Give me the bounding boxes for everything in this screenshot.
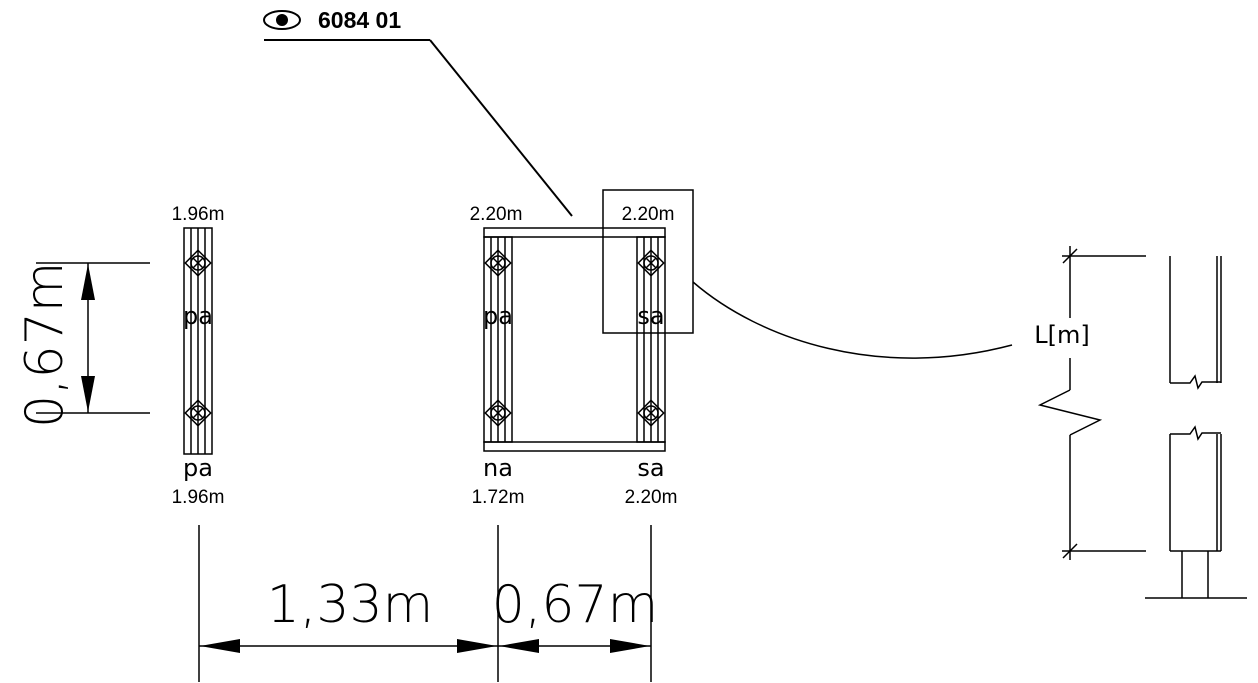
bolt-symbol bbox=[484, 249, 512, 277]
header-code: 6084 01 bbox=[318, 7, 401, 33]
break-mark-bottom bbox=[1170, 425, 1221, 441]
bolt-symbol bbox=[637, 399, 665, 427]
arrow-head-down bbox=[81, 376, 95, 412]
detail-highlight-box bbox=[602, 189, 694, 334]
left-post-bottom-label: pa bbox=[183, 454, 213, 482]
right-post-middle-label: sa bbox=[637, 302, 664, 330]
bolt-symbol bbox=[637, 249, 665, 277]
left-post: 1.96m pa pa 1.96m bbox=[172, 204, 225, 508]
break-zigzag bbox=[1037, 389, 1103, 436]
length-label: L[m] bbox=[1034, 321, 1089, 349]
horizontal-dimension-left-text: 1,33m bbox=[267, 575, 433, 635]
mid-post-middle-label: pa bbox=[483, 302, 513, 330]
post-detail bbox=[1145, 256, 1247, 599]
vertical-dimension-text: 0,67m bbox=[15, 262, 75, 428]
eye-icon bbox=[263, 10, 301, 30]
leader-line bbox=[429, 39, 573, 217]
left-post-bottom-height: 1.96m bbox=[172, 487, 225, 508]
bottom-rail bbox=[483, 441, 666, 452]
length-dimension bbox=[1037, 246, 1146, 560]
horizontal-dimension-right-text: 0,67m bbox=[492, 575, 658, 635]
bolt-symbol bbox=[184, 399, 212, 427]
header-callout: 6084 01 bbox=[263, 7, 573, 217]
double-post-frame: 2.20m pa na 1.72m 2.20m sa sa 2.20m bbox=[470, 189, 694, 508]
vertical-dimension: 0,67m bbox=[15, 262, 150, 428]
detail-callout-curve bbox=[692, 281, 1013, 359]
left-post-top-height: 1.96m bbox=[172, 204, 225, 225]
right-post-bottom-height: 2.20m bbox=[625, 487, 678, 508]
mid-post-top-height: 2.20m bbox=[470, 204, 523, 225]
right-post-top-height: 2.20m bbox=[622, 204, 675, 225]
left-post-middle-label: pa bbox=[183, 302, 213, 330]
mid-post-bottom-height: 1.72m bbox=[472, 487, 525, 508]
right-post-bottom-label: sa bbox=[637, 454, 664, 482]
bolt-symbol bbox=[184, 249, 212, 277]
top-rail bbox=[483, 227, 666, 238]
break-mark-top bbox=[1170, 374, 1221, 390]
horizontal-dimension: 1,33m 0,67m bbox=[198, 525, 658, 682]
mid-post-bottom-label: na bbox=[483, 454, 513, 482]
arrow-head-up bbox=[81, 264, 95, 300]
bolt-symbol bbox=[484, 399, 512, 427]
